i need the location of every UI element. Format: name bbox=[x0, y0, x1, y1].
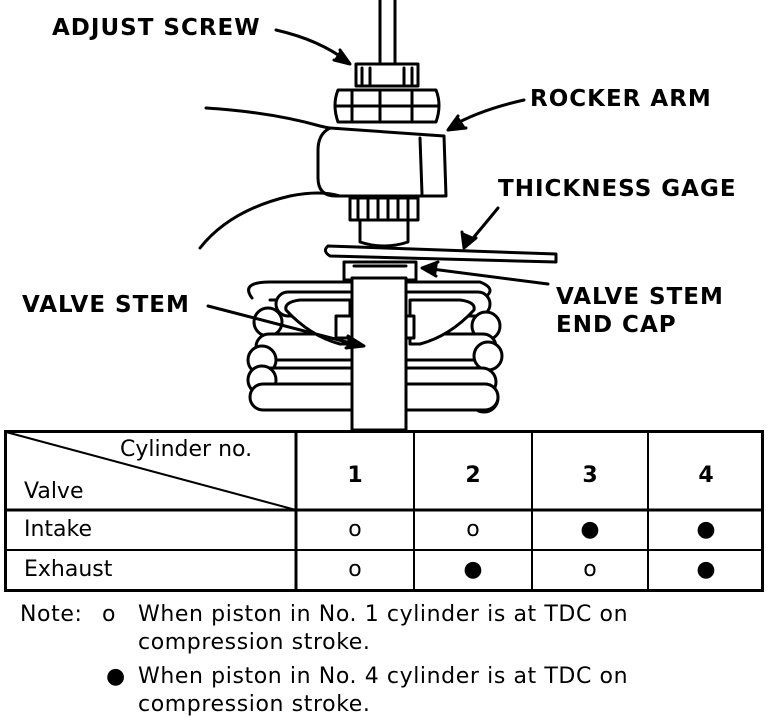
header-valve: Valve bbox=[24, 479, 84, 504]
rocker-arm bbox=[198, 106, 448, 250]
note-2-line2: compression stroke. bbox=[138, 692, 371, 717]
valve-clearance-drawing bbox=[198, 0, 558, 430]
row-label-intake: Intake bbox=[24, 517, 93, 542]
exhaust-cell-4: ● bbox=[696, 557, 716, 582]
intake-cell-3: ● bbox=[580, 517, 600, 542]
thickness-gage-blade bbox=[323, 244, 558, 264]
cylinder-header-4: 4 bbox=[698, 463, 714, 488]
spring-retainer bbox=[284, 298, 476, 346]
valve-stem-end-cap bbox=[342, 260, 418, 282]
note-prefix: Note: bbox=[20, 602, 83, 627]
leader-arrows bbox=[206, 28, 550, 350]
cylinder-header-2: 2 bbox=[465, 463, 481, 488]
note-2-line1: When piston in No. 4 cylinder is at TDC … bbox=[138, 664, 629, 689]
screw-thread-lower bbox=[348, 196, 420, 248]
note-1-line1: When piston in No. 1 cylinder is at TDC … bbox=[138, 602, 629, 627]
valve-spring bbox=[246, 280, 504, 414]
note-1-symbol: o bbox=[102, 602, 117, 627]
header-cylinder-no: Cylinder no. bbox=[120, 437, 253, 462]
header-diagonal bbox=[5, 431, 297, 511]
exhaust-cell-1: o bbox=[348, 557, 362, 582]
intake-cell-2: o bbox=[466, 517, 480, 542]
label-valve-stem: VALVE STEM bbox=[22, 292, 190, 318]
label-rocker-arm: ROCKER ARM bbox=[530, 86, 712, 112]
exhaust-cell-3: o bbox=[583, 557, 597, 582]
label-valve-stem-end-cap-line2: END CAP bbox=[556, 312, 677, 338]
label-thickness-gage: THICKNESS GAGE bbox=[498, 176, 737, 202]
intake-cell-4: ● bbox=[696, 517, 716, 542]
cylinder-header-1: 1 bbox=[347, 463, 363, 488]
adjust-screw bbox=[354, 0, 420, 88]
label-adjust-screw: ADJUST SCREW bbox=[52, 15, 261, 41]
intake-cell-1: o bbox=[348, 517, 362, 542]
note-1-line2: compression stroke. bbox=[138, 630, 371, 655]
row-label-exhaust: Exhaust bbox=[24, 557, 113, 582]
valve-adjustment-table: Cylinder no. Valve 1 2 3 4 Intake o o ● … bbox=[4, 430, 764, 592]
cylinder-header-3: 3 bbox=[582, 463, 598, 488]
exhaust-cell-2: ● bbox=[463, 557, 483, 582]
valve-stem bbox=[350, 276, 408, 430]
note-2-symbol: ● bbox=[106, 664, 126, 689]
lock-nut bbox=[333, 88, 441, 124]
table-grid bbox=[4, 430, 764, 592]
label-valve-stem-end-cap-line1: VALVE STEM bbox=[556, 284, 724, 310]
